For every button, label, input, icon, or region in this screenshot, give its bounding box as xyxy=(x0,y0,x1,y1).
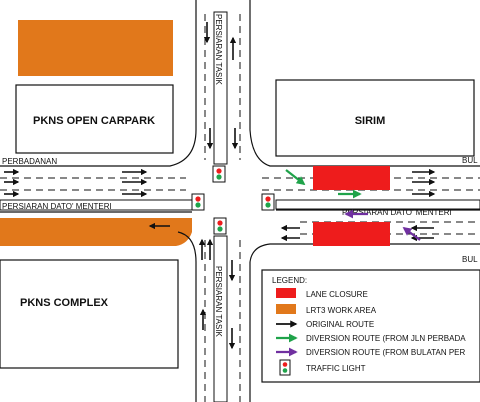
traffic-light-icon xyxy=(212,165,226,183)
original-route-arrows xyxy=(4,22,436,350)
legend-label-green: DIVERSION ROUTE (FROM JLN PERBADA xyxy=(306,334,466,343)
legend-label-traffic-light: TRAFFIC LIGHT xyxy=(306,364,366,373)
road-label-perbadanan: PERBADANAN xyxy=(2,157,57,166)
sirim-building xyxy=(275,79,475,157)
diversion-arrow-bulatan-2 xyxy=(402,226,421,241)
traffic-light-icon xyxy=(191,193,205,211)
legend-label-lane-closure: LANE CLOSURE xyxy=(306,290,368,299)
lane-closure-south xyxy=(313,222,390,246)
diversion-arrow-perbadanan-1 xyxy=(285,169,306,186)
traffic-light-icon xyxy=(213,217,227,235)
road-label-tasik-south: PERSIARAN TASIK xyxy=(214,266,223,338)
traffic-light-icon xyxy=(261,193,275,211)
carpark-label: PKNS OPEN CARPARK xyxy=(33,115,155,127)
legend-swatch-lane-closure xyxy=(276,288,296,298)
road-label-dato-menteri-east: PERSIARAN DATO' MENTERI xyxy=(342,208,452,217)
lrt3-work-area-north xyxy=(18,20,173,76)
road-label-dato-menteri-west: PERSIARAN DATO' MENTERI xyxy=(2,202,112,211)
legend-label-work-area: LRT3 WORK AREA xyxy=(306,306,377,315)
lane-closure-north xyxy=(313,166,390,190)
north-median xyxy=(213,11,228,402)
complex-label: PKNS COMPLEX xyxy=(20,297,109,309)
road-label-bulatan-top: BUL xyxy=(462,156,478,165)
road-label-tasik-north: PERSIARAN TASIK xyxy=(214,14,223,86)
legend-title: LEGEND: xyxy=(272,276,307,285)
legend-label-purple: DIVERSION ROUTE (FROM BULATAN PER xyxy=(306,348,465,357)
sirim-label: SIRIM xyxy=(355,115,386,127)
lrt3-work-area-west xyxy=(0,218,192,246)
legend-label-original: ORIGINAL ROUTE xyxy=(306,320,374,329)
complex-building xyxy=(0,259,179,369)
traffic-light-icon xyxy=(279,359,291,376)
carpark-building xyxy=(15,84,174,154)
legend-swatch-work-area xyxy=(276,304,296,314)
east-median xyxy=(275,199,480,210)
road-label-bulatan-bottom: BUL xyxy=(462,255,478,264)
legend: LEGEND: LANE CLOSURE LRT3 WORK AREA ORIG… xyxy=(261,269,480,383)
